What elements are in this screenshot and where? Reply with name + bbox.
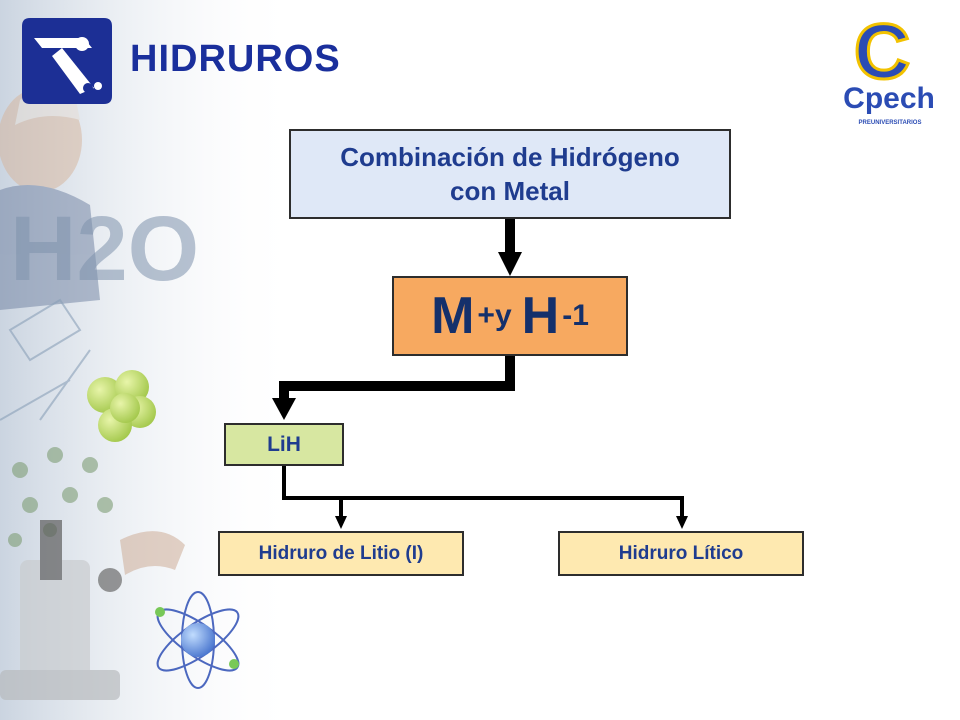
example-formula-box: LiH xyxy=(224,423,344,466)
connector-root-to-formula xyxy=(498,219,522,276)
traditional-name-box: Hidruro Lítico xyxy=(558,531,804,576)
formula-hydrogen: H xyxy=(521,287,560,345)
glassware-art xyxy=(0,298,91,421)
h2o-watermark: H2O xyxy=(10,198,199,300)
root-line-1: Combinación de Hidrógeno xyxy=(340,142,680,172)
portrait-art xyxy=(0,88,100,310)
root-line-2: con Metal xyxy=(450,176,570,206)
molecule-art xyxy=(87,370,156,442)
emblem-icon xyxy=(22,18,112,104)
general-formula-box: M+y H-1 xyxy=(392,276,628,356)
slide-title: HIDRUROS xyxy=(130,38,341,80)
cpech-logo: C Cpech PREUNIVERSITARIOS xyxy=(843,6,935,127)
connector-lih-to-names xyxy=(282,466,688,529)
formula-metal-charge: +y xyxy=(477,299,512,332)
formula-hydrogen-charge: -1 xyxy=(562,299,589,332)
microscope-art xyxy=(0,520,122,700)
stock-name-box: Hidruro de Litio (I) xyxy=(218,531,464,576)
atom-art xyxy=(155,591,240,689)
lattice-art xyxy=(8,447,113,547)
connector-formula-to-lih xyxy=(272,356,515,420)
hand-art xyxy=(120,531,185,575)
formula-metal: M xyxy=(431,287,475,345)
logo-c-letter: C xyxy=(854,7,910,95)
logo-tagline: PREUNIVERSITARIOS xyxy=(859,120,922,126)
root-concept-box: Combinación de Hidrógeno con Metal xyxy=(289,129,731,219)
logo-brand: Cpech xyxy=(843,82,935,115)
